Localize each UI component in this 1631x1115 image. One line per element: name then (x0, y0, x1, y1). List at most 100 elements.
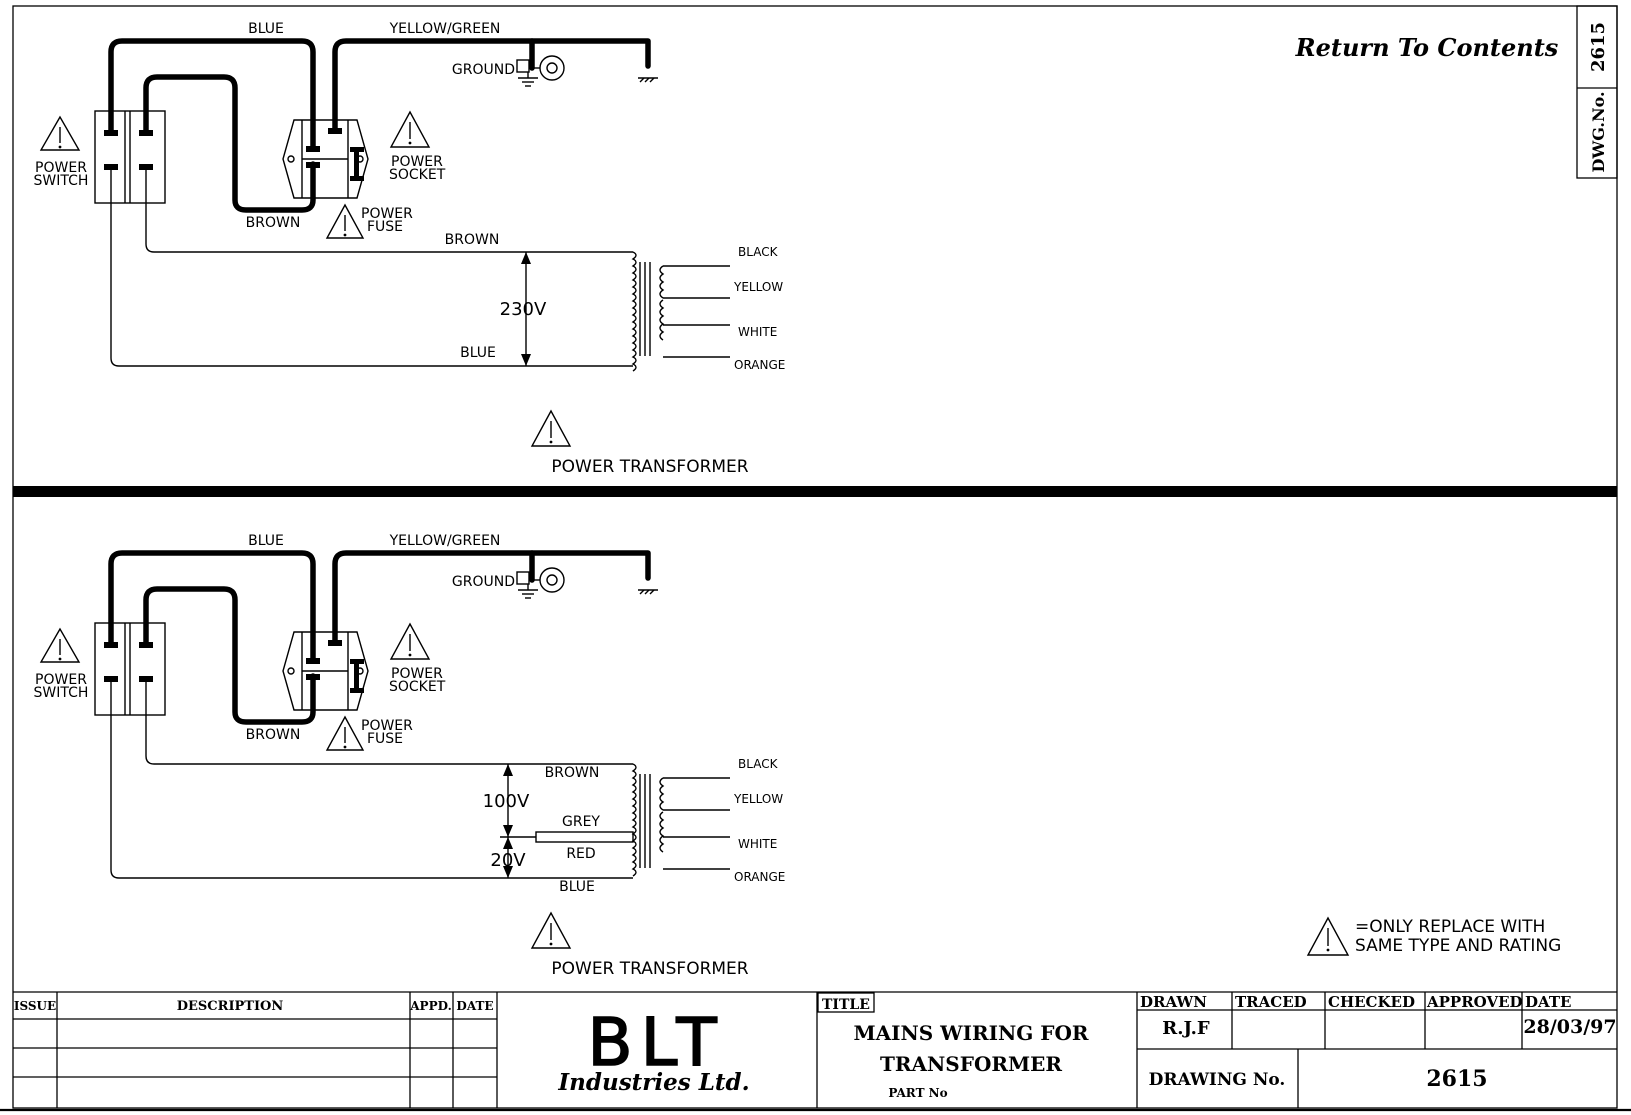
label-red: RED (566, 846, 595, 862)
title-block: ISSUE DESCRIPTION APPD. DATE BLT Industr… (13, 991, 1617, 1108)
arrow-head (503, 764, 513, 776)
primary-brown-wire (145, 682, 633, 765)
label-power-switch-1: POWER (35, 160, 87, 176)
fuse-cap (350, 688, 364, 693)
label-yellow: YELLOW (733, 280, 783, 294)
chassis-hatch (639, 77, 655, 83)
upper-circuit: BLUE YELLOW/GREEN GROUND POWER SWITCH PO… (34, 21, 786, 477)
warning-icon (39, 627, 81, 663)
label-yellow-green: YELLOW/GREEN (389, 21, 501, 37)
warning-icon (325, 715, 365, 751)
label-20v: 20V (490, 850, 526, 871)
date-header: DATE (456, 999, 493, 1013)
fuse-cap (350, 176, 364, 181)
ground-lug (516, 571, 530, 585)
socket-terminal (306, 146, 320, 152)
secondary-winding (659, 777, 665, 853)
label-power-transformer: POWER TRANSFORMER (551, 457, 748, 477)
fuse-cap (350, 659, 364, 664)
warning-icon (39, 115, 81, 151)
fuse-body (354, 152, 359, 176)
title-label: TITLE (822, 997, 870, 1013)
socket-terminal (306, 658, 320, 664)
label-power-fuse-2: FUSE (367, 219, 403, 235)
company-logo: BLT (587, 1004, 724, 1081)
fuse-body (354, 664, 359, 688)
drawn-label: DRAWN (1140, 993, 1207, 1011)
label-power-fuse-1: POWER (361, 206, 413, 222)
appd-header: APPD. (409, 999, 452, 1013)
grey-red-tap (535, 831, 634, 843)
label-white: WHITE (738, 837, 777, 851)
label-power-socket-1: POWER (391, 154, 443, 170)
primary-blue-wire (110, 682, 633, 879)
label-blue-top: BLUE (248, 533, 284, 549)
socket-terminal (328, 128, 342, 134)
lower-circuit: BLUE YELLOW/GREEN GROUND POWER SWITCH PO… (34, 533, 786, 979)
label-grey: GREY (562, 814, 600, 830)
warning-icon (389, 622, 431, 660)
date-value: 28/03/97 (1523, 1016, 1616, 1038)
socket-hole (287, 667, 295, 675)
label-ground: GROUND (452, 62, 515, 78)
brown-wire-lower (143, 586, 316, 725)
label-power-switch-1: POWER (35, 672, 87, 688)
drawing-title-line-1: MAINS WIRING FOR (853, 1021, 1088, 1045)
label-power-socket-1: POWER (391, 666, 443, 682)
label-blue-primary: BLUE (559, 879, 595, 895)
ground-lug (516, 59, 530, 73)
label-black: BLACK (738, 757, 779, 771)
date-label: DATE (1525, 993, 1571, 1011)
ground-stud-inner (546, 574, 558, 586)
socket-hole (287, 155, 295, 163)
arrow-head (503, 837, 513, 849)
drawn-value: R.J.F (1162, 1018, 1210, 1039)
label-power-fuse-2: FUSE (367, 731, 403, 747)
label-power-switch-2: SWITCH (34, 685, 89, 701)
socket-terminal (306, 674, 320, 680)
warning-icon (325, 203, 365, 239)
issue-header: ISSUE (14, 999, 56, 1013)
label-black: BLACK (738, 245, 779, 259)
primary-brown-wire (145, 170, 633, 253)
secondary-winding (659, 265, 665, 341)
fuse-cap (350, 147, 364, 152)
label-orange: ORANGE (734, 358, 785, 372)
socket-terminal (328, 640, 342, 646)
chassis-hatch (639, 589, 655, 595)
switch-terminal (139, 676, 153, 682)
drawing-no-value: 2615 (1426, 1066, 1487, 1092)
drawing-no-label: DRAWING No. (1149, 1070, 1286, 1090)
label-power-switch-2: SWITCH (34, 173, 89, 189)
ground-stud-inner (546, 62, 558, 74)
switch-terminal (104, 164, 118, 170)
label-brown-primary: BROWN (545, 765, 600, 781)
blue-wire-upper (108, 38, 316, 150)
return-to-contents-link[interactable]: Return To Contents (1295, 33, 1559, 62)
warning-icon (530, 409, 572, 447)
earth-wire-lower (332, 550, 651, 646)
dwg-no-box (1576, 5, 1618, 179)
warning-icon (1306, 916, 1350, 956)
arrow-head (521, 252, 531, 264)
note-line-2: SAME TYPE AND RATING (1355, 936, 1561, 956)
arrow-head (503, 866, 513, 878)
warning-icon (389, 110, 431, 148)
label-230v: 230V (500, 299, 547, 320)
power-socket (282, 631, 369, 711)
label-ground: GROUND (452, 574, 515, 590)
label-power-socket-2: SOCKET (389, 167, 446, 183)
label-yellow-green: YELLOW/GREEN (389, 533, 501, 549)
drawing-title-line-2: TRANSFORMER (880, 1052, 1062, 1076)
switch-terminal (139, 164, 153, 170)
label-power-socket-2: SOCKET (389, 679, 446, 695)
replacement-note: =ONLY REPLACE WITH SAME TYPE AND RATING (1306, 916, 1561, 956)
primary-blue-wire (110, 170, 633, 367)
description-header: DESCRIPTION (177, 999, 284, 1014)
title-label-box (817, 992, 875, 1013)
drawing-border (12, 5, 1618, 1109)
arrow-head (503, 825, 513, 837)
note-line-1: =ONLY REPLACE WITH (1355, 917, 1545, 937)
part-no-label: PART No (888, 1086, 947, 1100)
dwg-no-value: 2615 (1588, 22, 1609, 72)
